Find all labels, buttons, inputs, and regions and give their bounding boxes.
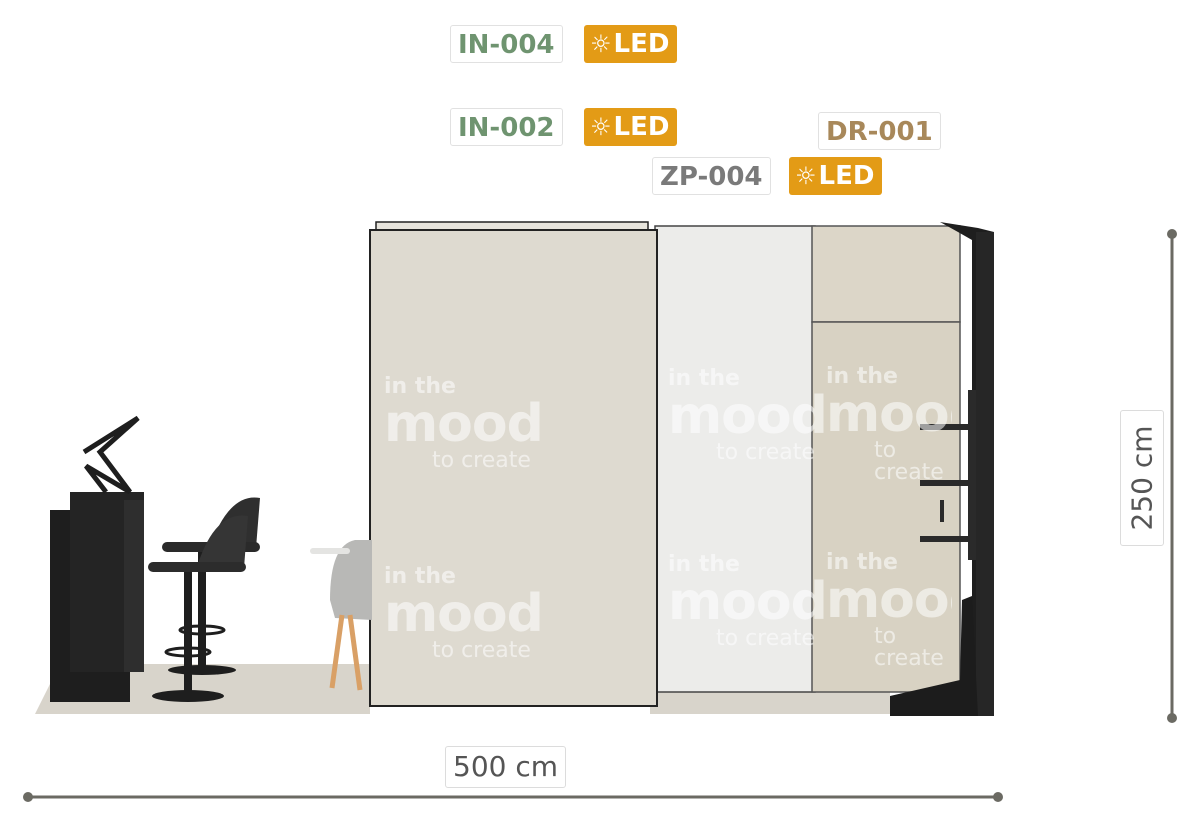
height-dimension-label: 250 cm <box>1120 410 1164 546</box>
wall-logo-3: in the mood to create <box>668 366 828 465</box>
wall-panel-beige <box>811 321 961 693</box>
logo-line3: to create <box>716 440 815 465</box>
counter <box>50 492 144 702</box>
logo-line3: to create <box>432 638 531 663</box>
logo-line2: mood <box>668 572 828 632</box>
wall-logo-5: in the mood to create <box>826 366 952 484</box>
wall-panel-white <box>654 225 816 693</box>
logo-line3: to create <box>716 626 815 651</box>
wall-logo-6: in the mood to create <box>826 552 952 670</box>
product-label-in-002[interactable]: IN-002 <box>450 108 563 146</box>
logo-line2: mood <box>826 570 952 630</box>
sun-icon: ☼ <box>590 30 612 58</box>
height-dimension-line <box>1167 229 1177 723</box>
lounge-chair <box>310 540 372 691</box>
bar-stool-2 <box>148 515 248 702</box>
logo-line3: to create <box>874 438 944 484</box>
wall-panel-beige-top <box>811 225 961 323</box>
led-text: LED <box>613 29 670 59</box>
wall-panel-front <box>369 229 658 707</box>
logo-line1: in the <box>826 552 898 575</box>
sun-icon: ☼ <box>590 113 612 141</box>
width-dimension-line <box>23 792 1003 802</box>
led-badge-in-004: ☼LED <box>584 25 678 63</box>
logo-line1: in the <box>826 366 898 389</box>
width-dimension-label: 500 cm <box>445 746 567 788</box>
wall-logo-4: in the mood to create <box>668 552 828 651</box>
logo-line1: in the <box>668 552 740 577</box>
logo-line2: mood <box>384 584 544 644</box>
sun-icon: ☼ <box>795 162 817 190</box>
product-label-dr-001[interactable]: DR-001 <box>818 112 941 150</box>
logo-line2: mood <box>668 386 828 446</box>
podium-base <box>890 596 978 716</box>
display-stand <box>82 415 140 495</box>
product-label-in-004[interactable]: IN-004 <box>450 25 563 63</box>
product-label-zp-004[interactable]: ZP-004 <box>652 157 771 195</box>
shelf-unit <box>920 390 976 560</box>
logo-line1: in the <box>384 374 456 399</box>
height-dimension-text: 250 cm <box>1125 425 1159 531</box>
logo-line3: to create <box>432 448 531 473</box>
logo-line2: mood <box>826 384 952 444</box>
wall-logo-1: in the mood to create <box>384 374 544 473</box>
logo-line2: mood <box>384 394 544 454</box>
wall-logo-2: in the mood to create <box>384 564 544 663</box>
led-text: LED <box>613 112 670 142</box>
led-badge-zp-004: ☼LED <box>789 157 883 195</box>
logo-line3: to create <box>874 624 944 670</box>
led-text: LED <box>818 161 875 191</box>
logo-line1: in the <box>668 366 740 391</box>
logo-line1: in the <box>384 564 456 589</box>
led-badge-in-002: ☼LED <box>584 108 678 146</box>
